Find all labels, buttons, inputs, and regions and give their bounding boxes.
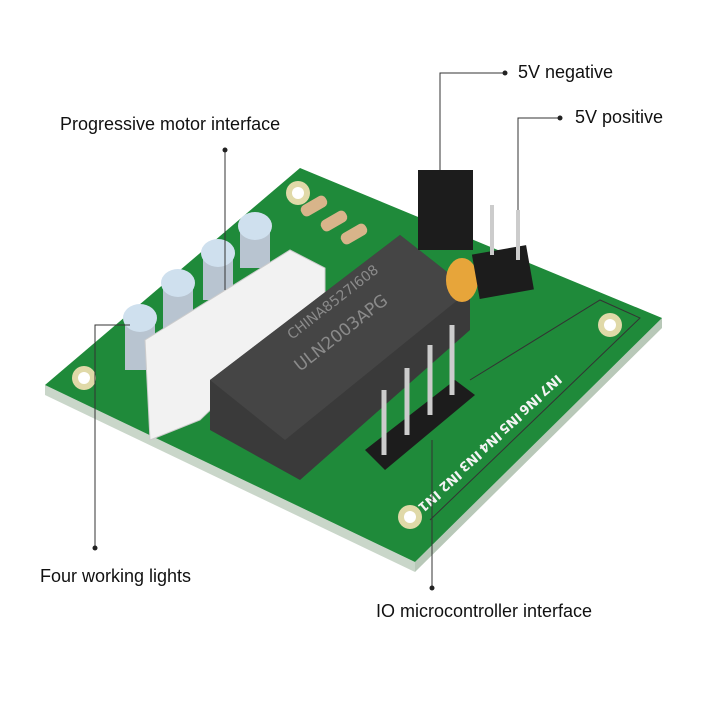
pcb-edge: [45, 385, 415, 572]
power-header: [471, 245, 534, 299]
callout-lines: [92, 70, 563, 591]
label-working-lights: Four working lights: [40, 566, 192, 586]
pcb-edge-right: [415, 318, 662, 572]
capacitor: [446, 258, 478, 302]
led-icon: [238, 212, 272, 268]
jumper: [418, 170, 473, 250]
label-motor-interface: Progressive motor interface: [60, 114, 281, 134]
label-5v-positive: 5V positive: [575, 107, 664, 127]
label-io-interface: IO microcontroller interface: [376, 601, 593, 621]
label-5v-negative: 5V negative: [518, 62, 614, 82]
resistors: [300, 195, 368, 245]
mounting-holes: [72, 181, 622, 529]
io-header: [365, 325, 475, 470]
